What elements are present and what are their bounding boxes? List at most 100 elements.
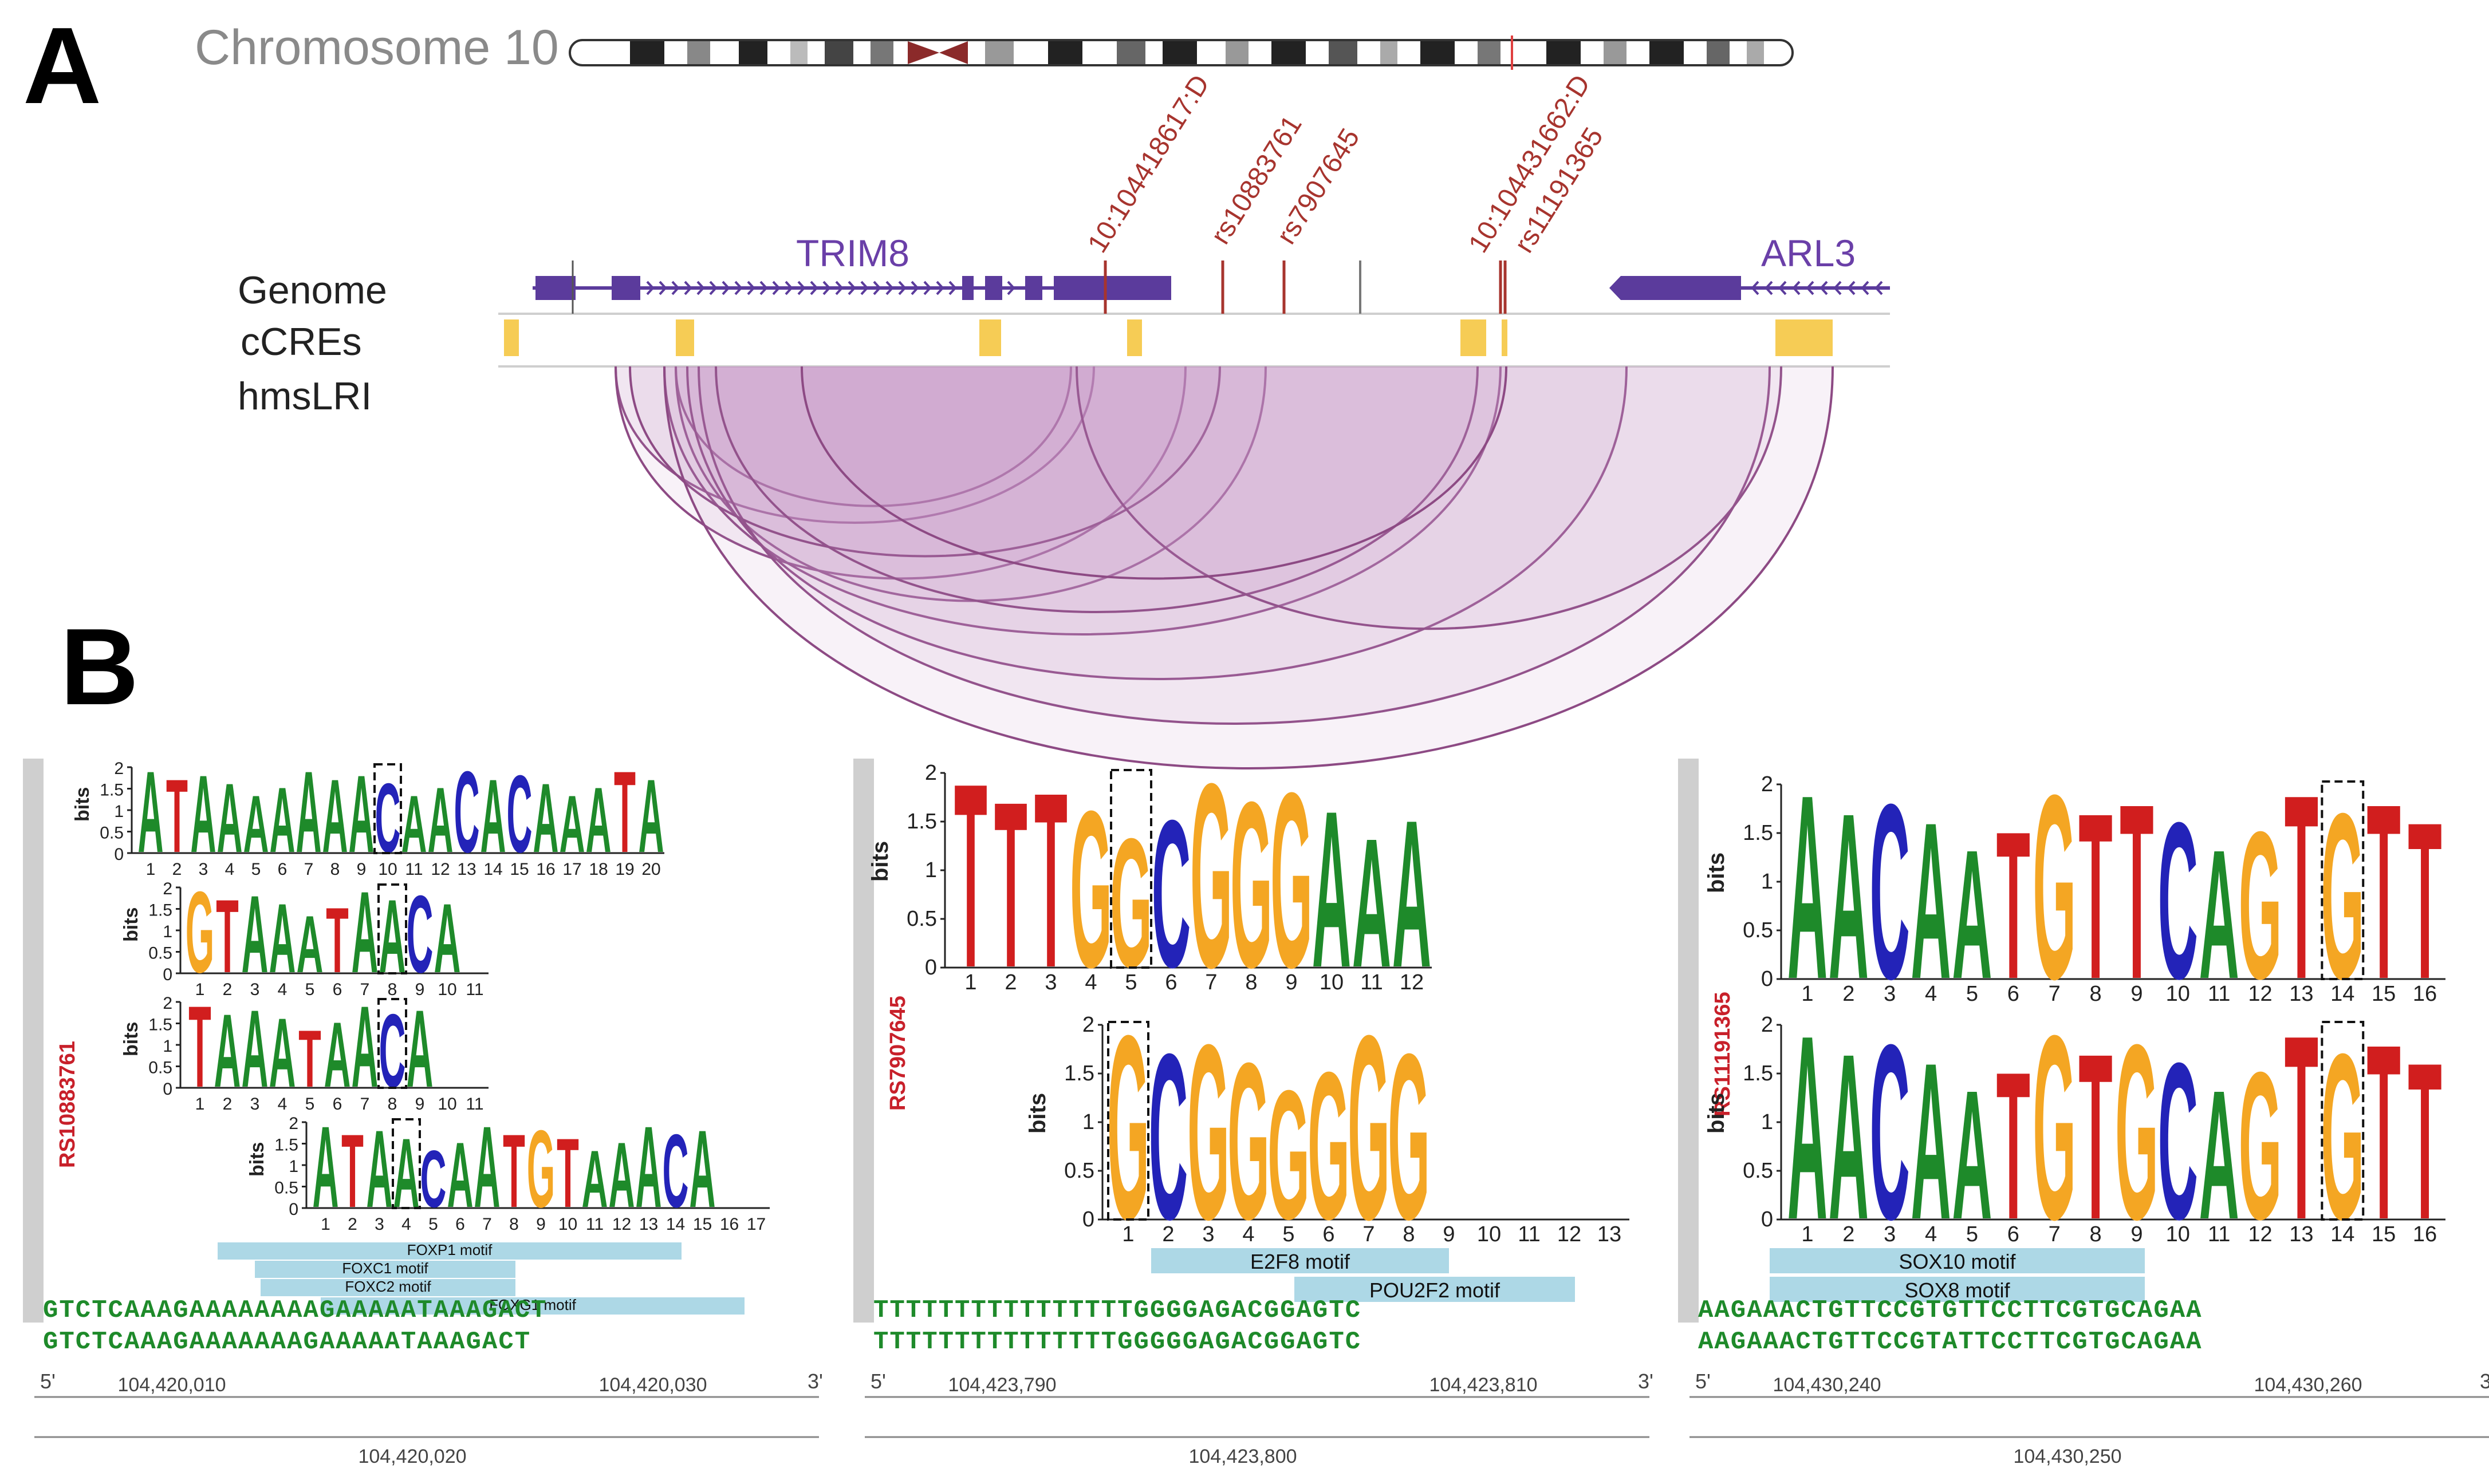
- y-tick-label: 0: [163, 1080, 172, 1099]
- intron-chevron: [1751, 281, 1759, 295]
- logo-letter: G: [1107, 981, 1149, 1275]
- motif-bar: [1294, 1277, 1575, 1302]
- position-label: 8: [2089, 1222, 2101, 1246]
- logo-letter: T: [614, 747, 636, 877]
- intron-chevron: [659, 281, 667, 295]
- intron-chevron: [1820, 281, 1828, 295]
- logo-letter: C: [663, 1112, 689, 1229]
- motif-bar: [321, 1297, 745, 1315]
- position-label: 11: [586, 1215, 604, 1234]
- ccre-track: [504, 319, 1833, 356]
- logo-letter: A: [434, 883, 461, 993]
- logo-letter: A: [217, 764, 243, 874]
- position-label: 1: [195, 980, 205, 999]
- intron-chevron: [948, 281, 957, 295]
- y-tick-label: 0.5: [100, 824, 124, 843]
- position-label: 1: [321, 1215, 330, 1234]
- y-axis-label: bits: [72, 787, 93, 822]
- motif-label: FOXG1 motif: [489, 1296, 576, 1313]
- chromosome-band: [825, 41, 853, 64]
- y-axis-label: bits: [120, 1022, 142, 1056]
- highlight-box: [1107, 1021, 1149, 1221]
- position-label: 5: [428, 1215, 438, 1234]
- logo-letter: A: [1829, 764, 1869, 1029]
- coordinate-center: 104,430,250: [2013, 1446, 2121, 1467]
- logo-letter: A: [138, 747, 164, 877]
- hmslri-arcs: [615, 366, 1834, 769]
- logo-letter: A: [1352, 801, 1391, 1006]
- logo-letter: G: [1110, 801, 1152, 1006]
- y-tick-label: 0: [925, 956, 937, 980]
- logo-letter: T: [1034, 740, 1068, 1020]
- logo-letter: A: [242, 988, 269, 1110]
- logo-letter: G: [527, 1108, 555, 1231]
- y-tick-label: 2: [163, 994, 172, 1013]
- logo-letter: A: [1911, 1017, 1951, 1266]
- position-label: 14: [2330, 982, 2354, 1006]
- intron-chevron: [1792, 281, 1801, 295]
- highlight-box: [373, 763, 402, 854]
- y-tick-label: 0: [1761, 967, 1773, 991]
- alternate-sequence: TTTTTTTTTTTTTTTGGGGGAGACGGAGTC: [873, 1328, 1361, 1356]
- position-label: 3: [375, 1215, 384, 1234]
- y-axis-label: bits: [120, 907, 142, 942]
- position-label: 14: [666, 1215, 685, 1234]
- highlight-box: [1110, 769, 1152, 969]
- logo-letter: T: [216, 878, 239, 994]
- chromosome-band: [739, 41, 767, 64]
- chromosome-band: [1604, 41, 1626, 64]
- chromosome-band: [1380, 41, 1397, 64]
- logo-letter: A: [401, 779, 427, 870]
- logo-letter: A: [560, 779, 585, 870]
- y-tick-label: 2: [925, 761, 937, 785]
- chromosome-band: [1707, 41, 1730, 64]
- y-tick-label: 1: [163, 922, 172, 941]
- logo-letter: C: [2158, 1017, 2198, 1266]
- gene-label-trim8: TRIM8: [796, 232, 909, 274]
- position-label: 12: [1557, 1222, 1581, 1246]
- logo-letter: A: [349, 753, 375, 876]
- logo-letter: A: [1952, 1052, 1992, 1258]
- position-label: 19: [615, 860, 634, 879]
- position-label: 5: [305, 980, 315, 999]
- position-label: 4: [1242, 1222, 1254, 1246]
- chromosome-band: [1048, 41, 1082, 64]
- intron-chevron: [873, 281, 881, 295]
- logo-letter: T: [341, 1112, 364, 1229]
- position-label: 9: [2130, 1222, 2143, 1246]
- motif-label: FOXC2 motif: [345, 1278, 431, 1295]
- coordinate-left: 104,430,240: [1773, 1374, 1881, 1396]
- intron-chevron: [810, 281, 818, 295]
- logo-letter: C: [1870, 992, 1910, 1271]
- position-label: 6: [1322, 1222, 1334, 1246]
- logo-letter: C: [1152, 776, 1191, 1011]
- logo-letter: A: [447, 1124, 474, 1227]
- intron-chevron: [797, 281, 806, 295]
- position-label: 4: [1085, 970, 1097, 994]
- position-label: 15: [510, 860, 529, 879]
- position-label: 2: [223, 980, 233, 999]
- position-label: 10: [378, 860, 397, 879]
- logo-letter: A: [296, 747, 322, 877]
- logo-letter: A: [1829, 1004, 1869, 1269]
- y-tick-label: 1: [925, 858, 937, 882]
- position-label: 6: [333, 980, 342, 999]
- intron-chevron: [684, 281, 692, 295]
- y-tick-label: 0: [1761, 1207, 1773, 1232]
- position-label: 6: [2007, 982, 2019, 1006]
- intron-chevron: [923, 281, 932, 295]
- position-label: 1: [964, 970, 976, 994]
- motif-label: FOXP1 motif: [407, 1241, 493, 1258]
- position-label: 5: [305, 1095, 315, 1114]
- intron-chevron: [709, 281, 718, 295]
- position-label: 10: [2166, 982, 2190, 1006]
- y-tick-label: 2: [289, 1114, 298, 1133]
- intron-chevron: [911, 281, 919, 295]
- position-label: 12: [431, 860, 450, 879]
- logo-letter: A: [297, 899, 324, 990]
- position-label: 1: [1801, 1222, 1813, 1246]
- position-label: 8: [388, 1095, 397, 1114]
